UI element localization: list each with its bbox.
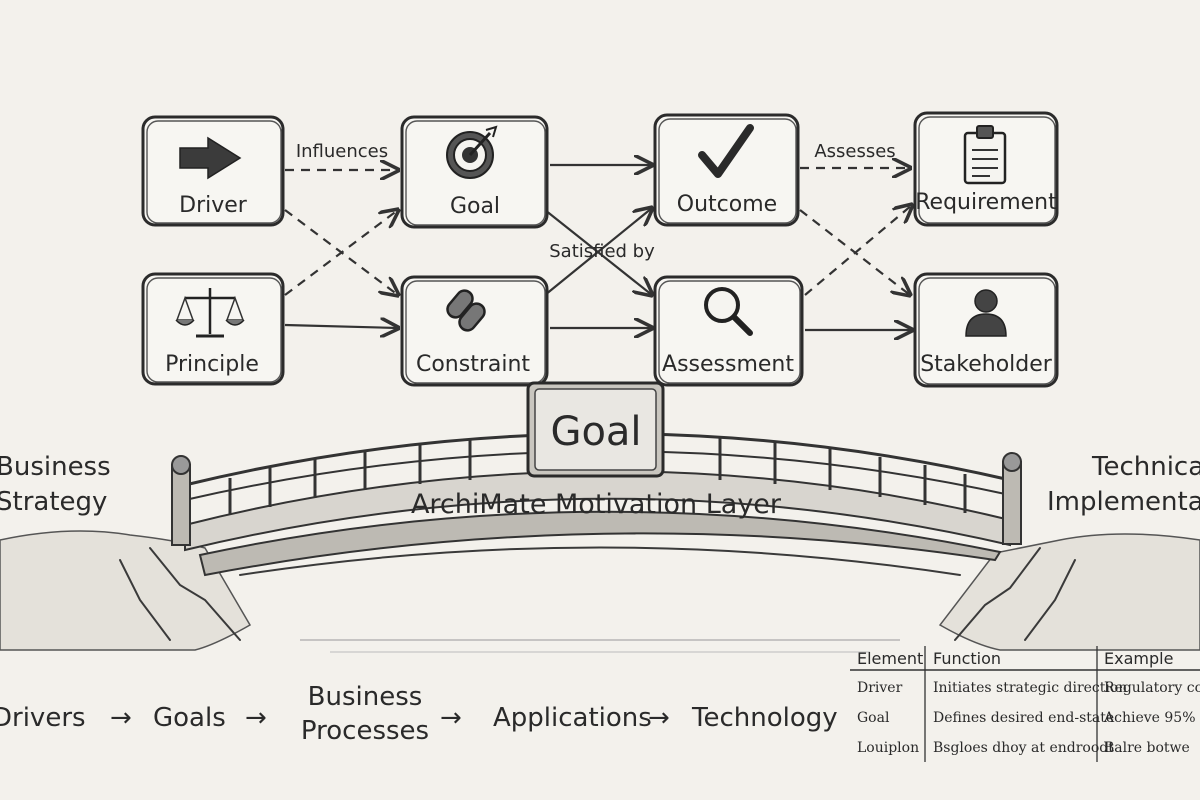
table-cell: Initiates strategic direction bbox=[933, 680, 1127, 696]
scales-icon bbox=[175, 288, 245, 338]
node-principle: Principle bbox=[141, 272, 285, 386]
node-label: Principle bbox=[165, 352, 259, 377]
table-cell: Defines desired end-state bbox=[933, 710, 1114, 726]
node-requirement: Requirement bbox=[913, 111, 1059, 227]
flow-step-applications: Applications bbox=[493, 703, 652, 733]
layer-label: ArchiMate Motivation Layer bbox=[411, 489, 782, 520]
node-label: Requirement bbox=[915, 190, 1057, 215]
magnifier-icon bbox=[704, 287, 753, 336]
flow-step-drivers: Drivers bbox=[0, 703, 86, 733]
table-cell: Balre botwe bbox=[1104, 740, 1190, 756]
node-label: Outcome bbox=[677, 192, 777, 217]
flow-step-goals: Goals bbox=[153, 703, 226, 733]
table-cell: Louiplon bbox=[857, 740, 919, 756]
node-label: Assessment bbox=[662, 352, 794, 377]
edge-principle-constraint bbox=[284, 325, 398, 328]
node-label: Driver bbox=[179, 193, 248, 218]
edge-label-satisfied-by: Satisfied by bbox=[549, 241, 655, 262]
table-header-function: Function bbox=[933, 649, 1001, 668]
edge-principle-goal bbox=[284, 210, 398, 296]
edge-label-influences: Influences bbox=[296, 141, 388, 162]
flow-row: Drivers → Goals → Business Processes → A… bbox=[0, 682, 838, 746]
edge-constraint-outcome bbox=[544, 208, 652, 296]
node-goal: Goal bbox=[400, 115, 549, 229]
bridge-illustration bbox=[0, 432, 1200, 653]
person-icon bbox=[965, 289, 1007, 337]
table-header-element: Element bbox=[857, 649, 923, 668]
flow-step-business-processes-line1: Business bbox=[308, 682, 423, 712]
chain-link-icon bbox=[446, 289, 486, 332]
target-icon bbox=[446, 125, 498, 179]
flow-arrow: → bbox=[110, 703, 132, 733]
table-cell: Regulatory compl bbox=[1104, 680, 1200, 696]
side-label-business-strategy-line1: Business bbox=[0, 452, 111, 482]
flow-arrow: → bbox=[648, 703, 670, 733]
keystone-goal: Goal bbox=[526, 381, 665, 478]
arrow-right-icon bbox=[179, 136, 242, 180]
node-label: Stakeholder bbox=[920, 352, 1053, 377]
node-driver: Driver bbox=[141, 115, 285, 227]
side-label-business-strategy-line2: Strategy bbox=[0, 487, 107, 517]
table-cell: Driver bbox=[857, 680, 903, 696]
checkmark-icon bbox=[698, 124, 754, 178]
keystone-label: Goal bbox=[550, 409, 641, 455]
flow-step-business-processes-line2: Processes bbox=[301, 716, 429, 746]
flow-arrow: → bbox=[440, 703, 462, 733]
clipboard-icon bbox=[963, 125, 1007, 185]
edge-assessment-requirement bbox=[804, 205, 912, 296]
node-stakeholder: Stakeholder bbox=[913, 272, 1059, 388]
node-label: Goal bbox=[450, 194, 500, 219]
node-constraint: Constraint bbox=[400, 275, 549, 387]
table-cell: Goal bbox=[857, 710, 890, 726]
edge-label-assesses: Assesses bbox=[814, 141, 895, 162]
side-label-technical-line2: Implementa bbox=[1047, 487, 1200, 517]
side-label-technical-line1: Technica bbox=[1091, 452, 1200, 482]
flow-arrow: → bbox=[245, 703, 267, 733]
element-table: Element Function Example Driver Initiate… bbox=[850, 646, 1200, 762]
table-cell: Achieve 95% sys bbox=[1103, 710, 1200, 726]
node-assessment: Assessment bbox=[653, 275, 804, 387]
node-label: Constraint bbox=[416, 352, 530, 377]
table-header-example: Example bbox=[1104, 649, 1173, 668]
node-outcome: Outcome bbox=[653, 113, 800, 227]
table-cell: Bsgloes dhoy at endroodt bbox=[933, 740, 1114, 756]
edges bbox=[284, 165, 912, 330]
flow-step-technology: Technology bbox=[691, 703, 838, 733]
